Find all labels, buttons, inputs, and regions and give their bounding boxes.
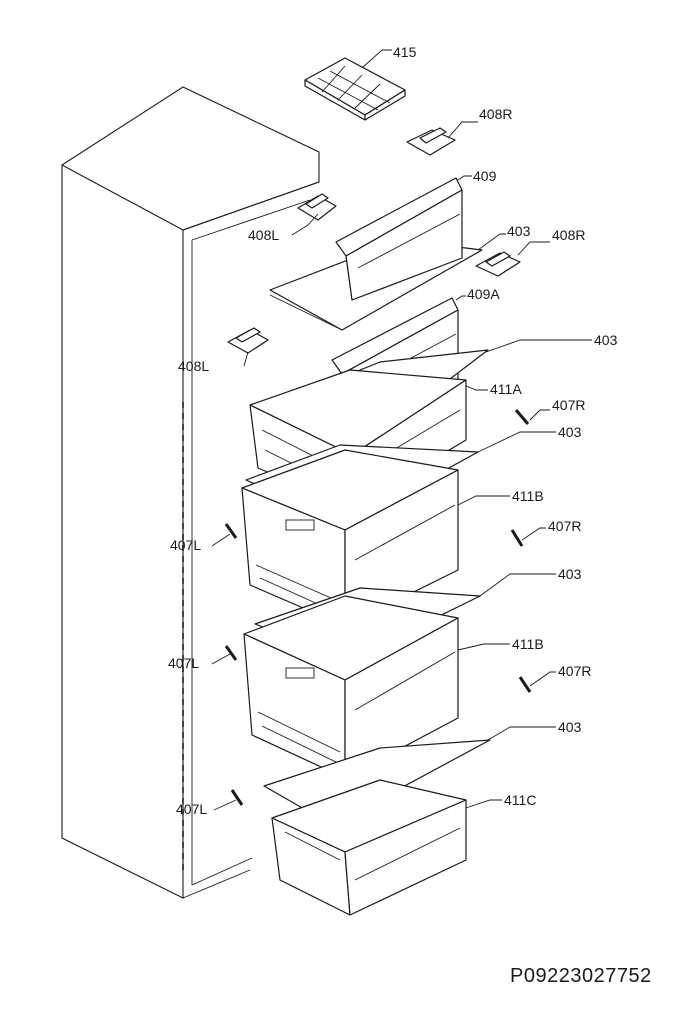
diagram-code: P09223027752 [510,965,652,987]
label-407R-c: 407R [558,663,591,679]
label-409: 409 [473,168,497,184]
part-407R-c [518,676,532,693]
label-415: 415 [393,44,417,60]
label-411A: 411A [490,381,522,397]
part-labels: 415 408R 409 408L 403 408R 409A 408L 403… [168,44,618,817]
label-408R-top: 408R [479,106,512,122]
part-411B-drawer-lower [243,595,459,779]
label-403-d: 403 [558,566,582,582]
part-411C-drawer [271,779,467,916]
part-408L-top [297,193,337,221]
label-407L-c: 407L [176,801,207,817]
leader-lines [211,49,592,811]
part-408R-mid [475,251,521,277]
label-409A: 409A [467,286,500,302]
part-415-filter [304,57,406,121]
label-407L-a: 407L [170,537,201,553]
label-403-b: 403 [594,332,618,348]
part-407R-a [514,409,530,425]
label-407R-a: 407R [552,397,585,413]
label-403-a: 403 [507,223,531,239]
label-408R-mid: 408R [552,227,585,243]
label-403-e: 403 [558,719,582,735]
label-408L-top: 408L [248,227,279,243]
part-408L-mid [227,327,269,354]
label-407R-b: 407R [548,518,581,534]
cabinet-body [61,86,320,899]
part-409-rail [335,177,463,301]
part-408R-top [406,127,456,156]
part-411B-drawer-upper [241,449,459,627]
label-411B-a: 411B [512,488,544,504]
label-411B-b: 411B [512,636,544,652]
part-407L-b [224,645,238,661]
part-407L-c [230,789,244,806]
label-407L-b: 407L [168,655,199,671]
part-407L-a [224,523,238,539]
label-408L-mid: 408L [178,358,209,374]
part-407R-b [510,529,524,547]
label-403-c: 403 [558,424,582,440]
label-411C: 411C [504,792,536,808]
